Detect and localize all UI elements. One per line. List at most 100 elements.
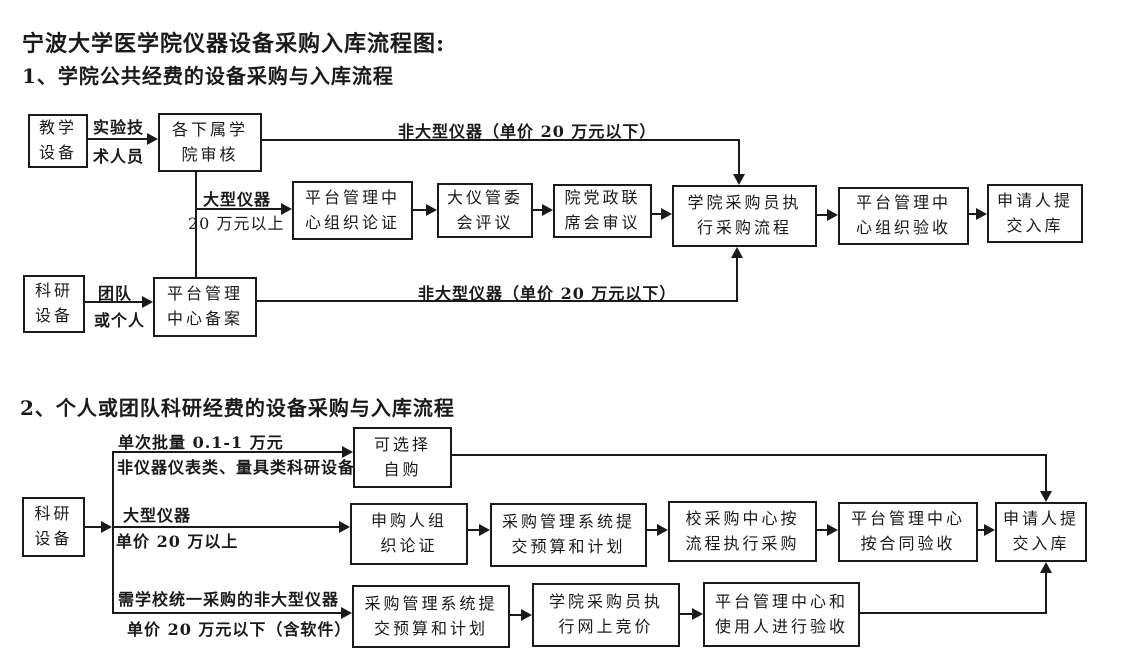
- node-procurement-system-budget-2: 采购管理系统提 交预算和计划: [352, 585, 510, 648]
- edge-bidding-to-joint: [680, 613, 693, 615]
- node-label: 各下属学: [171, 119, 248, 139]
- edge-buyer-to-acceptance: [817, 214, 828, 216]
- node-label: 学院采购员执: [548, 592, 663, 612]
- arrow-up-icon: [731, 247, 743, 258]
- node-label: 中心备案: [166, 309, 243, 328]
- edge-self-purchase-to-submit: [452, 454, 1047, 456]
- node-label: 交入库: [1006, 215, 1064, 235]
- node-label: 流程执行采购: [685, 533, 800, 553]
- edge-label-tech-staff-line2: 术人员: [93, 147, 145, 166]
- node-label: 申请人提: [996, 190, 1073, 210]
- arrow-right-icon: [661, 208, 672, 220]
- node-large-instrument-committee: 大仪管委 会评议: [437, 183, 533, 238]
- edge-procsys1-to-center: [647, 529, 658, 531]
- arrow-right-icon: [342, 446, 353, 458]
- edge-applicant-to-procsys1: [468, 529, 480, 531]
- edge-label-non-instrument: 非仪器仪表类、量具类科研设备: [117, 458, 356, 477]
- arrow-up-icon: [1040, 562, 1052, 573]
- edge-center-to-contract: [817, 529, 828, 531]
- node-label: 行采购流程: [696, 218, 792, 237]
- edge-label-school-unified: 需学校统一采购的非大型仪器: [118, 590, 340, 609]
- node-label: 院审核: [181, 144, 239, 164]
- node-subordinate-college-review: 各下属学 院审核: [158, 113, 262, 172]
- node-procurement-system-budget-1: 采购管理系统提 交预算和计划: [490, 503, 647, 567]
- arrow-down-icon: [1040, 491, 1052, 502]
- node-platform-user-acceptance: 平台管理中心和 使用人进行验收: [703, 582, 860, 647]
- page-title: 宁波大学医学院仪器设备采购入库流程图:: [22, 31, 446, 57]
- arrow-right-icon: [147, 133, 158, 145]
- edge-teaching-to-subcollege: [88, 138, 147, 140]
- node-label: 交预算和计划: [373, 618, 488, 638]
- node-optional-self-purchase: 可选择 自购: [353, 427, 452, 488]
- node-label: 设备: [38, 143, 77, 162]
- edge-label-below-200k-software: 单价 20 万元以下（含软件）: [127, 620, 352, 639]
- arrow-down-icon: [733, 174, 745, 185]
- arrow-right-icon: [827, 209, 838, 221]
- node-label: 学院采购员执: [687, 193, 802, 213]
- node-platform-center-record: 平台管理 中心备案: [153, 277, 257, 337]
- arrow-right-icon: [101, 521, 112, 533]
- node-label: 科研: [34, 281, 73, 301]
- node-label: 设备: [34, 306, 73, 325]
- node-research-equipment-2: 科研 设备: [22, 497, 85, 557]
- edge-procsys2-to-bidding: [510, 614, 522, 616]
- edge-subcollege-to-buyer-top-drop: [738, 139, 740, 175]
- edge-label-batch: 单次批量 0.1-1 万元: [118, 433, 284, 452]
- arrow-right-icon: [426, 204, 437, 216]
- edge-org-to-committee: [413, 209, 427, 211]
- node-teaching-equipment: 教学 设备: [28, 114, 88, 168]
- node-platform-center-acceptance: 平台管理中 心组织验收: [838, 187, 969, 245]
- node-applicant-submit-storage-2: 申请人提 交入库: [995, 502, 1087, 562]
- edge-committee-to-party: [533, 209, 543, 211]
- node-label: 设备: [34, 529, 73, 548]
- node-label: 平台管理中心和: [714, 591, 848, 611]
- node-label: 交入库: [1012, 534, 1070, 553]
- node-label: 织论证: [380, 536, 438, 555]
- node-label: 院党政联: [564, 188, 641, 208]
- node-party-admin-joint-meeting: 院党政联 席会审议: [553, 184, 652, 238]
- edge-label-large-instrument: 大型仪器: [203, 190, 272, 209]
- arrow-right-icon: [339, 521, 350, 533]
- edge-label-non-large-top: 非大型仪器（单价 20 万元以下）: [398, 122, 657, 141]
- edge-subcollege-to-record: [195, 172, 197, 277]
- edge-label-team-line1: 团队: [98, 284, 133, 303]
- edge-label-team-line2: 或个人: [94, 311, 146, 330]
- node-label: 自购: [383, 459, 422, 479]
- arrow-right-icon: [479, 524, 490, 536]
- edge-trunk-to-procsys2: [113, 612, 342, 614]
- node-label: 按合同验收: [860, 534, 956, 553]
- node-label: 交预算和计划: [511, 537, 626, 556]
- edge-party-to-buyer: [652, 213, 662, 215]
- node-label: 平台管理中: [855, 193, 951, 213]
- edge-label-tech-staff-line1: 实验技: [93, 118, 145, 137]
- node-label: 科研: [34, 504, 73, 524]
- edge-label-above-200k-2: 单价 20 万以上: [116, 532, 239, 551]
- edge-acceptance-to-submit: [969, 213, 977, 215]
- edge-trunk-to-self-purchase: [113, 451, 342, 453]
- edge-research-to-record: [85, 301, 143, 303]
- edge-subcollege-to-buyer-top: [262, 139, 740, 141]
- node-school-procurement-center: 校采购中心按 流程执行采购: [668, 501, 817, 562]
- node-applicant-submit-storage: 申请人提 交入库: [987, 184, 1083, 243]
- edge-contract-to-submit2: [978, 529, 985, 531]
- node-label: 教学: [38, 118, 77, 138]
- arrow-right-icon: [142, 296, 153, 308]
- node-college-buyer-procurement: 学院采购员执 行采购流程: [672, 185, 817, 247]
- node-platform-center-demonstration: 平台管理中 心组织论证: [292, 181, 413, 240]
- node-label: 使用人进行验收: [714, 616, 848, 636]
- edge-research2-to-trunk: [85, 526, 102, 528]
- arrow-right-icon: [984, 524, 995, 536]
- node-label: 心组织验收: [855, 218, 951, 237]
- edge-record-to-buyer-bottom: [257, 300, 738, 302]
- edge-joint-to-submit2-rise: [1045, 571, 1047, 614]
- node-research-equipment: 科研 设备: [23, 275, 85, 333]
- node-label: 申购人组: [370, 511, 447, 531]
- arrow-right-icon: [341, 607, 352, 619]
- edge-self-purchase-to-submit-drop: [1045, 454, 1047, 492]
- arrow-right-icon: [657, 524, 668, 536]
- node-label: 可选择: [373, 434, 431, 454]
- node-label: 心组织论证: [304, 212, 400, 232]
- node-applicant-demonstration: 申购人组 织论证: [350, 503, 468, 565]
- section-2-heading: 2、个人或团队科研经费的设备采购与入库流程: [20, 396, 455, 420]
